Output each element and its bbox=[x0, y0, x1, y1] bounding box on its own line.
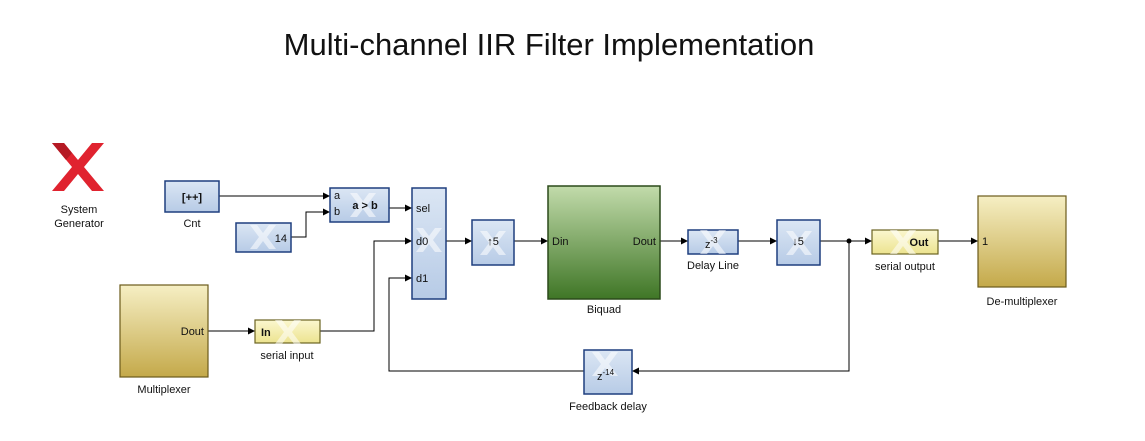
feedback-delay-symbol: z-14 bbox=[597, 368, 615, 383]
relational-op: a > b bbox=[352, 200, 378, 212]
wire-branch-to-feedback bbox=[632, 241, 850, 375]
xilinx-logo-icon bbox=[52, 143, 104, 191]
relational-port-a: a bbox=[334, 190, 341, 202]
mux-block[interactable]: sel d0 d1 bbox=[411, 187, 447, 300]
wire-feedback-to-d1 bbox=[388, 274, 584, 372]
delay-line-block[interactable]: z-3 bbox=[687, 229, 739, 255]
mux-port-d0: d0 bbox=[416, 236, 428, 248]
upsample-block[interactable]: ↑5 bbox=[471, 219, 515, 266]
wire-serialin-to-d0 bbox=[320, 237, 412, 332]
feedback-delay-label: Feedback delay bbox=[569, 401, 647, 413]
feedback-delay-block[interactable]: z-14 bbox=[583, 349, 633, 395]
biquad-port-in: Din bbox=[552, 236, 569, 248]
biquad-subsystem[interactable]: Din Dout bbox=[547, 185, 661, 300]
gateway-in-block[interactable]: In bbox=[254, 319, 321, 344]
delay-line-symbol: z-3 bbox=[705, 236, 718, 251]
constant-block[interactable]: 14 bbox=[235, 222, 292, 253]
gateway-out-label: serial output bbox=[875, 261, 935, 273]
downsample-block[interactable]: ↓5 bbox=[776, 219, 821, 266]
demux-subsystem[interactable]: 1 bbox=[977, 195, 1067, 288]
logo-label-line2: Generator bbox=[54, 218, 104, 230]
mux-port-d1: d1 bbox=[416, 273, 428, 285]
biquad-label: Biquad bbox=[587, 304, 621, 316]
multiplexer-subsystem[interactable]: Dout bbox=[119, 284, 209, 378]
wire-const-to-b bbox=[291, 208, 330, 238]
logo-label-line1: System bbox=[61, 204, 98, 216]
multiplexer-label: Multiplexer bbox=[137, 384, 191, 396]
relational-block[interactable]: a b a > b bbox=[329, 187, 390, 223]
downsample-symbol: ↓5 bbox=[792, 236, 804, 248]
delay-line-label: Delay Line bbox=[687, 260, 739, 272]
demux-label: De-multiplexer bbox=[987, 296, 1058, 308]
gateway-in-symbol: In bbox=[261, 327, 271, 339]
wires bbox=[208, 192, 978, 375]
mux-port-sel: sel bbox=[416, 203, 430, 215]
counter-label: Cnt bbox=[183, 218, 200, 230]
upsample-symbol: ↑5 bbox=[487, 236, 499, 248]
relational-port-b: b bbox=[334, 206, 340, 218]
gateway-in-label: serial input bbox=[260, 350, 313, 362]
page-title: Multi-channel IIR Filter Implementation bbox=[284, 27, 815, 62]
constant-value: 14 bbox=[275, 233, 287, 245]
biquad-port-out: Dout bbox=[633, 236, 656, 248]
gateway-out-symbol: Out bbox=[910, 237, 929, 249]
counter-block[interactable]: [++] bbox=[164, 180, 220, 213]
demux-port-in: 1 bbox=[982, 236, 988, 248]
counter-symbol: [++] bbox=[182, 192, 203, 204]
multiplexer-port-out: Dout bbox=[181, 326, 204, 338]
gateway-out-block[interactable]: Out bbox=[871, 229, 939, 255]
